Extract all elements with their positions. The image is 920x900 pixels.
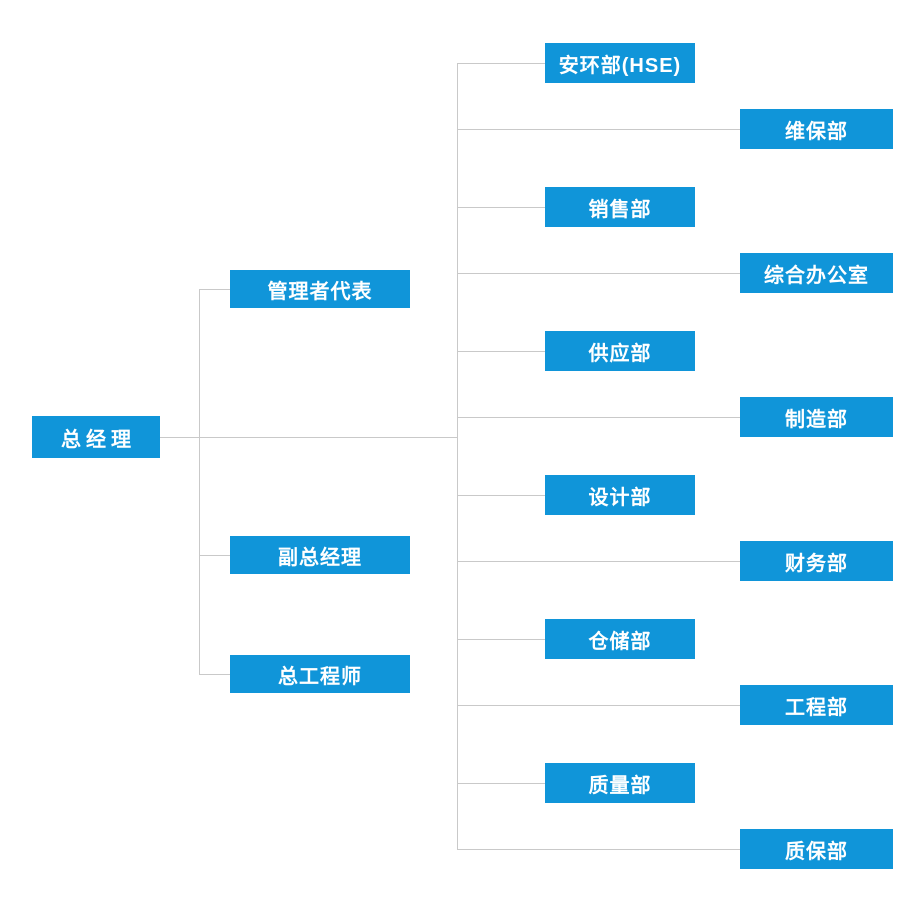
org-node-manufacturing-department[interactable]: 制造部: [740, 397, 893, 437]
org-node-engineering-department[interactable]: 工程部: [740, 685, 893, 725]
org-node-warehouse-department[interactable]: 仓储部: [545, 619, 695, 659]
org-node-chief-engineer[interactable]: 总工程师: [230, 655, 410, 693]
org-node-deputy-general-manager[interactable]: 副总经理: [230, 536, 410, 574]
org-node-general-manager[interactable]: 总经理: [32, 416, 160, 458]
org-node-quality-assurance-department[interactable]: 质保部: [740, 829, 893, 869]
org-node-management-representative[interactable]: 管理者代表: [230, 270, 410, 308]
org-node-finance-department[interactable]: 财务部: [740, 541, 893, 581]
org-node-quality-department[interactable]: 质量部: [545, 763, 695, 803]
org-node-hse-department[interactable]: 安环部(HSE): [545, 43, 695, 83]
org-node-maintenance-department[interactable]: 维保部: [740, 109, 893, 149]
org-node-sales-department[interactable]: 销售部: [545, 187, 695, 227]
org-node-general-office[interactable]: 综合办公室: [740, 253, 893, 293]
org-node-supply-department[interactable]: 供应部: [545, 331, 695, 371]
org-node-design-department[interactable]: 设计部: [545, 475, 695, 515]
